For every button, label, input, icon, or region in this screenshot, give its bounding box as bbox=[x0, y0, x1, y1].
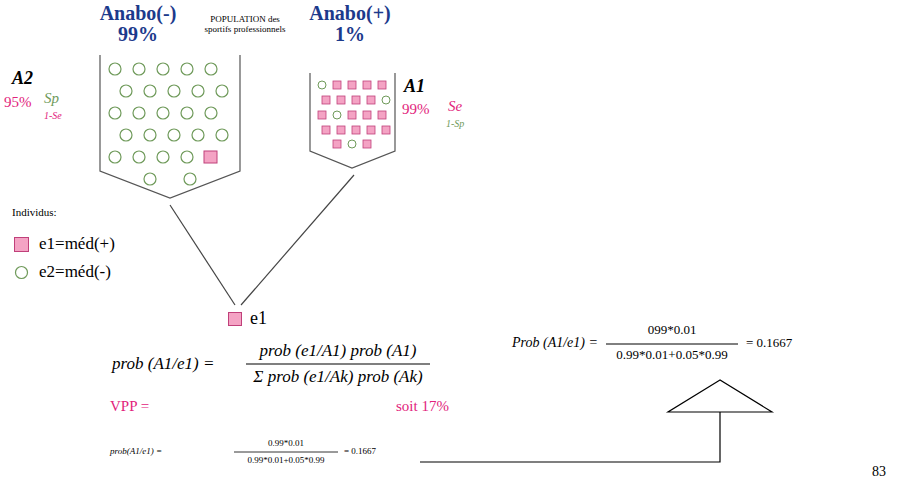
population-beaker: Anabo(+) 1% bbox=[305, 3, 403, 173]
formula-number: 0.99*0.01+0.05*0.99 bbox=[247, 455, 324, 465]
legend-swatch bbox=[14, 237, 29, 252]
group-name: A1 bbox=[404, 76, 425, 97]
complement-label: 1-Sp bbox=[446, 118, 464, 130]
complement-label: 1-Se bbox=[44, 110, 62, 122]
result-text: soit 17% bbox=[396, 398, 449, 415]
event-node: e1 bbox=[228, 306, 267, 331]
specificity-label: Sp bbox=[44, 90, 59, 107]
formula-text: Σ prob (e1/Ak) prob (Ak) bbox=[253, 367, 422, 387]
event-label: e1 bbox=[250, 308, 267, 329]
group-heading: Anabo(+) 1% bbox=[305, 3, 395, 45]
percentage: 99% bbox=[402, 101, 430, 118]
formula-text: Prob (A1/e1) = bbox=[512, 335, 598, 351]
connector-line bbox=[241, 175, 354, 305]
formula-number: = 0.1667 bbox=[344, 446, 376, 456]
legend-circle bbox=[14, 265, 29, 280]
group-name: A2 bbox=[12, 68, 33, 89]
fraction-bar bbox=[606, 344, 738, 345]
legend-item: e2=méd(-) bbox=[14, 262, 111, 282]
legend-item: e1=méd(+) bbox=[14, 234, 115, 254]
event-square bbox=[228, 312, 242, 326]
legend-text: e2=méd(-) bbox=[39, 262, 111, 282]
fraction-bar bbox=[246, 363, 430, 364]
legend-title: Individus: bbox=[12, 206, 57, 219]
formula-text: prob(A1/e1) = bbox=[110, 446, 162, 456]
pointer-line bbox=[420, 412, 720, 462]
formula-number: 0.99*0.01 bbox=[268, 438, 304, 448]
fraction-bar bbox=[234, 452, 338, 453]
formula-text: VPP = bbox=[110, 398, 149, 415]
sensitivity-label: Se bbox=[448, 98, 462, 115]
formula-text: prob (e1/A1) prob (A1) bbox=[260, 341, 417, 361]
population-note: POPULATION des sportifs professionnels bbox=[204, 14, 286, 35]
formula-number: 099*0.01 bbox=[648, 323, 697, 338]
formula-number: 0.99*0.01+0.05*0.99 bbox=[616, 348, 727, 363]
connector-line bbox=[170, 205, 235, 305]
beaker-content bbox=[318, 81, 390, 148]
pointer-triangle bbox=[668, 380, 772, 412]
legend-text: e1=méd(+) bbox=[39, 234, 115, 254]
page-number: 83 bbox=[872, 464, 886, 480]
formula-number: = 0.1667 bbox=[746, 336, 792, 351]
group-heading: Anabo(-) 99% bbox=[93, 3, 183, 45]
percentage: 95% bbox=[4, 94, 32, 111]
formula-text: prob (A1/e1) = bbox=[112, 354, 214, 374]
beaker-content bbox=[109, 63, 228, 185]
